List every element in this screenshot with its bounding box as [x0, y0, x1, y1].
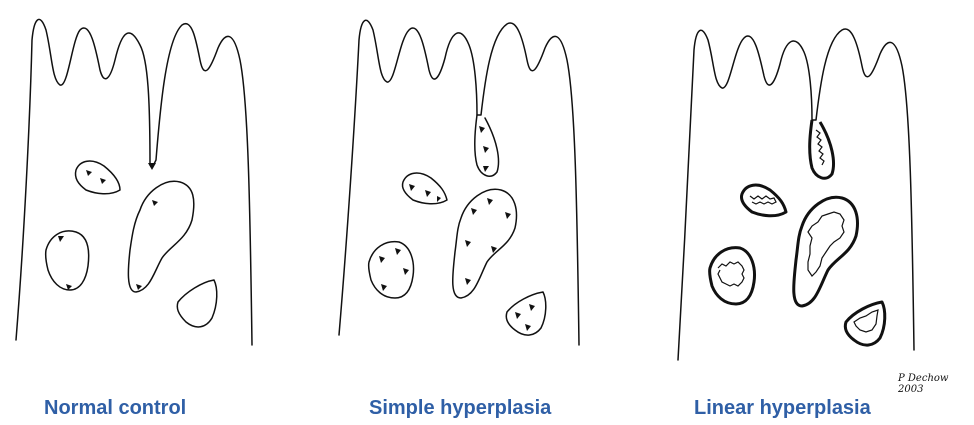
caption-linear-hyperplasia: Linear hyperplasia [694, 397, 871, 420]
gland-3 [453, 189, 517, 298]
caption-normal-control: Normal control [44, 397, 186, 420]
simple-hyperplasia-drawing [325, 0, 650, 425]
caption-simple-hyperplasia: Simple hyperplasia [369, 397, 551, 420]
inner-crenulation [718, 262, 744, 286]
gland-4 [506, 292, 546, 335]
tissue-outline [339, 20, 579, 345]
inner-crenulation [816, 130, 824, 165]
gland-crypt-bottom [810, 120, 834, 178]
gland-2 [46, 231, 89, 290]
cell-marker [152, 200, 158, 206]
cell-marker [58, 236, 64, 242]
panel-simple-hyperplasia: Simple hyperplasia [325, 0, 650, 425]
inner-crenulation [808, 212, 844, 276]
tissue-outline [678, 29, 914, 360]
gland-1 [75, 161, 120, 194]
cell-marker [100, 178, 106, 184]
normal-control-drawing [0, 0, 325, 425]
linear-hyperplasia-drawing [650, 0, 974, 425]
artist-signature: P Dechow 2003 [898, 373, 974, 395]
panel-linear-hyperplasia: Linear hyperplasia [650, 0, 974, 425]
gland-3 [128, 181, 193, 292]
panel-normal-control: Normal control [0, 0, 325, 425]
cell-marker [148, 163, 156, 170]
gland-2 [710, 248, 755, 304]
inner-crenulation [750, 196, 776, 204]
gland-1 [741, 185, 786, 216]
cell-marker [136, 284, 142, 290]
gland-4 [177, 280, 217, 327]
gland-1 [402, 173, 447, 204]
gland-4 [845, 302, 885, 345]
cell-marker [86, 170, 92, 176]
